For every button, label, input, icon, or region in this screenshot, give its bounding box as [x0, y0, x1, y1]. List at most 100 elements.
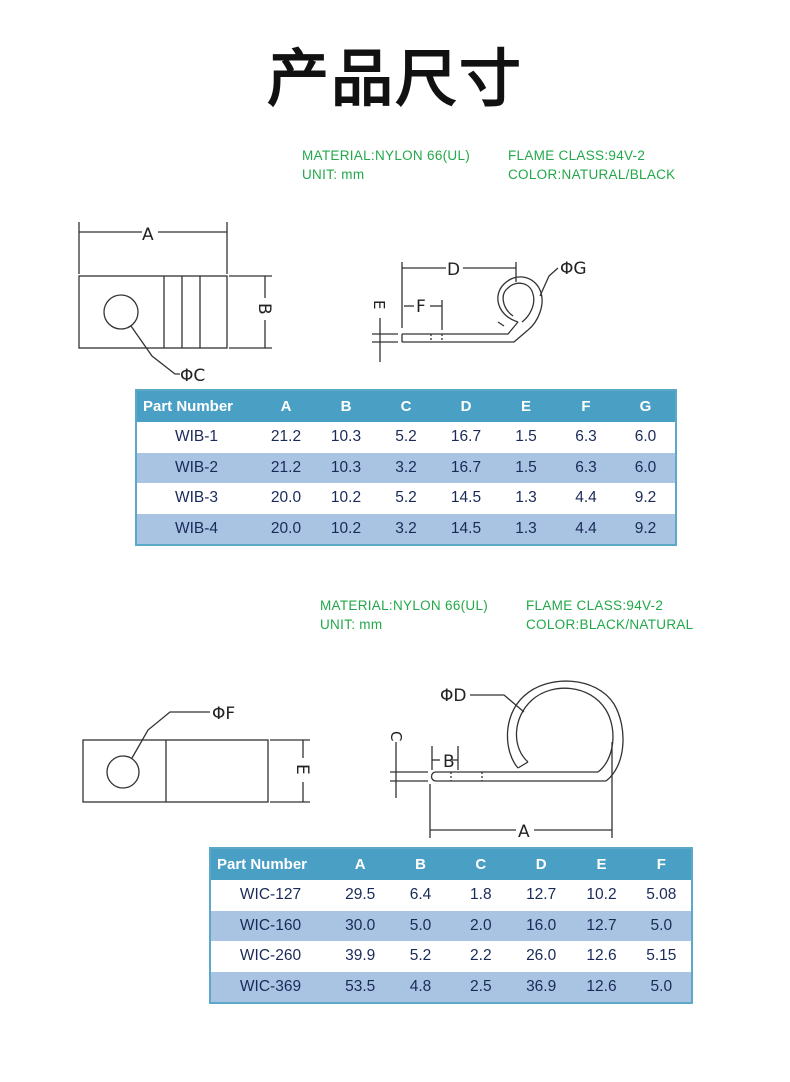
cell: 10.3 — [316, 452, 376, 483]
wic-top-view-body — [82, 739, 269, 803]
table-row: WIB-3 20.0 10.2 5.2 14.5 1.3 4.4 9.2 — [136, 483, 676, 514]
wic-label-e: E — [292, 764, 312, 775]
wic-label-a: A — [518, 822, 530, 842]
cell: 10.2 — [571, 880, 632, 911]
cell: 26.0 — [510, 941, 572, 972]
table-header-row: Part Number A B C D E F — [210, 848, 692, 880]
spec-flame-class: FLAME CLASS:94V-2 — [508, 148, 646, 163]
cell: 9.2 — [616, 513, 676, 545]
cell: 5.0 — [631, 910, 692, 941]
cell: 2.5 — [450, 971, 511, 1003]
cell: 1.5 — [496, 452, 556, 483]
cell: 2.0 — [450, 910, 511, 941]
cell: 4.4 — [556, 483, 616, 514]
header-part-number: Part Number — [136, 390, 256, 422]
cell: WIB-4 — [136, 513, 256, 545]
wib-label-c: ΦC — [180, 366, 205, 386]
cell: WIB-1 — [136, 422, 256, 453]
wic-hole — [106, 755, 140, 789]
header-c: C — [376, 390, 436, 422]
cell: WIC-160 — [210, 910, 330, 941]
spec-unit: UNIT: mm — [320, 617, 383, 632]
wib-top-view-body — [78, 275, 228, 349]
header-e: E — [571, 848, 632, 880]
cell: 36.9 — [510, 971, 572, 1003]
cell: 2.2 — [450, 941, 511, 972]
cell: WIB-2 — [136, 452, 256, 483]
cell: 1.5 — [496, 422, 556, 453]
header-f: F — [556, 390, 616, 422]
wib-label-b: B — [254, 303, 274, 315]
cell: 12.7 — [510, 880, 572, 911]
cell: 20.0 — [256, 513, 316, 545]
spec-unit: UNIT: mm — [302, 167, 365, 182]
cell: 3.2 — [376, 513, 436, 545]
header-g: G — [616, 390, 676, 422]
cell: 20.0 — [256, 483, 316, 514]
wic-label-b: B — [443, 752, 455, 772]
cell: 4.8 — [390, 971, 451, 1003]
table-row: WIB-2 21.2 10.3 3.2 16.7 1.5 6.3 6.0 — [136, 452, 676, 483]
spec-color: COLOR:BLACK/NATURAL — [526, 617, 694, 632]
wib-label-a: A — [142, 225, 154, 245]
cell: 29.5 — [330, 880, 391, 911]
cell: WIC-127 — [210, 880, 330, 911]
cell: 21.2 — [256, 422, 316, 453]
wib-spec-table: Part Number A B C D E F G WIB-1 21.2 10.… — [135, 389, 677, 546]
header-part-number: Part Number — [210, 848, 330, 880]
cell: WIC-260 — [210, 941, 330, 972]
header-a: A — [330, 848, 391, 880]
wib-label-g: ΦG — [560, 259, 587, 279]
wic-strap — [436, 771, 606, 782]
header-d: D — [510, 848, 572, 880]
header-a: A — [256, 390, 316, 422]
cell: 1.8 — [450, 880, 511, 911]
cell: 5.0 — [631, 971, 692, 1003]
header-f: F — [631, 848, 692, 880]
table-row: WIB-4 20.0 10.2 3.2 14.5 1.3 4.4 9.2 — [136, 513, 676, 545]
wib-strap — [402, 321, 529, 343]
page-title: 产品尺寸 — [266, 42, 523, 115]
spec-color: COLOR:NATURAL/BLACK — [508, 167, 676, 182]
table-row: WIC-127 29.5 6.4 1.8 12.7 10.2 5.08 — [210, 880, 692, 911]
cell: 6.0 — [616, 452, 676, 483]
header-b: B — [390, 848, 451, 880]
spec-material: MATERIAL:NYLON 66(UL) — [320, 598, 489, 613]
cell: 10.3 — [316, 422, 376, 453]
cell: 30.0 — [330, 910, 391, 941]
wib-label-d: D — [447, 260, 460, 280]
cell: WIC-369 — [210, 971, 330, 1003]
cell: 14.5 — [436, 483, 496, 514]
table-row: WIC-369 53.5 4.8 2.5 36.9 12.6 5.0 — [210, 971, 692, 1003]
table-header-row: Part Number A B C D E F G — [136, 390, 676, 422]
cell: 5.15 — [631, 941, 692, 972]
wib-label-f: F — [416, 297, 426, 317]
table-row: WIC-160 30.0 5.0 2.0 16.0 12.7 5.0 — [210, 910, 692, 941]
cell: 1.3 — [496, 483, 556, 514]
spec-flame-class: FLAME CLASS:94V-2 — [526, 598, 664, 613]
cell: 1.3 — [496, 513, 556, 545]
cell: 16.7 — [436, 452, 496, 483]
wib-loop — [497, 276, 543, 331]
cell: 3.2 — [376, 452, 436, 483]
wic-label-f: ΦF — [212, 704, 235, 724]
table-row: WIB-1 21.2 10.3 5.2 16.7 1.5 6.3 6.0 — [136, 422, 676, 453]
cell: 21.2 — [256, 452, 316, 483]
cell: 6.3 — [556, 452, 616, 483]
cell: 4.4 — [556, 513, 616, 545]
cell: 6.4 — [390, 880, 451, 911]
cell: 9.2 — [616, 483, 676, 514]
wib-drawing: A B ΦC D F E ΦG — [78, 222, 587, 386]
cell: 5.2 — [376, 483, 436, 514]
cell: WIB-3 — [136, 483, 256, 514]
cell: 12.6 — [571, 941, 632, 972]
wic-drawing: ΦF E ΦD B C A — [82, 680, 624, 842]
cell: 6.3 — [556, 422, 616, 453]
wic-label-d: ΦD — [440, 686, 466, 706]
cell: 39.9 — [330, 941, 391, 972]
header-c: C — [450, 848, 511, 880]
table-row: WIC-260 39.9 5.2 2.2 26.0 12.6 5.15 — [210, 941, 692, 972]
cell: 10.2 — [316, 483, 376, 514]
cell: 12.7 — [571, 910, 632, 941]
cell: 16.7 — [436, 422, 496, 453]
